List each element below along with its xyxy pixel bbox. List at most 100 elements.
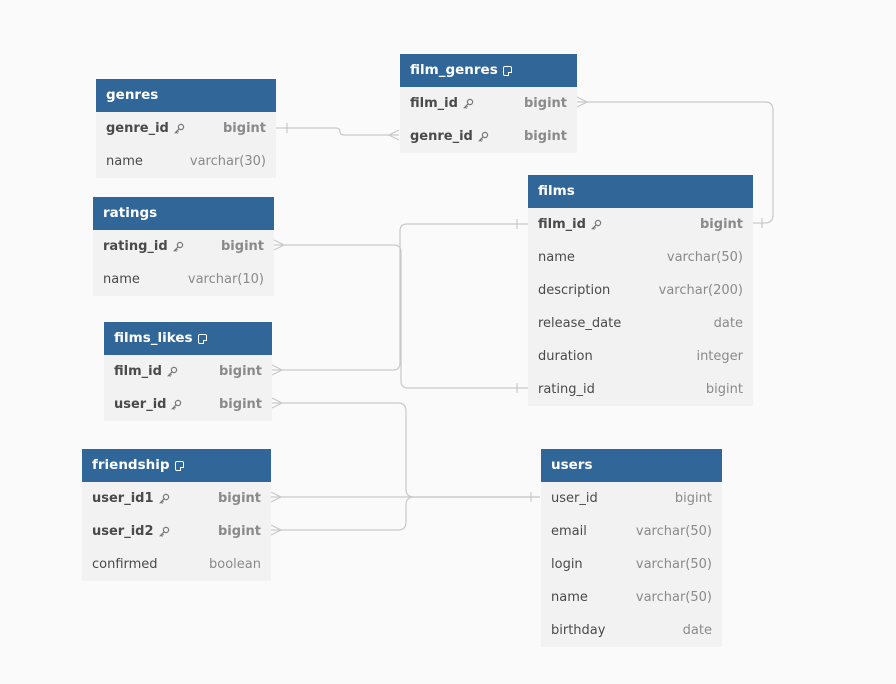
table-header[interactable]: films_likes [104,322,272,355]
field-type: bigint [674,491,712,506]
field-row[interactable]: film_id bigint [104,355,272,388]
key-icon [166,366,178,378]
field-name: user_id [551,491,598,506]
field-name: email [551,524,587,539]
field-name: name [103,272,140,287]
field-name-text: rating_id [538,382,595,397]
field-name: user_id1 [92,491,170,506]
relation-genre [276,127,399,136]
table-header[interactable]: films [528,175,753,208]
field-type: bigint [218,491,261,506]
key-icon [173,123,185,135]
field-row[interactable]: user_id2 bigint [82,515,271,548]
relation-film-genre [577,101,774,224]
field-type: bigint [221,239,264,254]
field-row[interactable]: name varchar(30) [96,145,276,178]
key-icon [172,241,184,253]
table-title: friendship [92,457,170,473]
field-type: bigint [218,524,261,539]
field-name-text: release_date [538,316,622,331]
field-row[interactable]: duration integer [528,340,753,373]
note-icon[interactable] [197,333,207,344]
field-name-text: birthday [551,623,606,638]
relation-likes-film-many-mark [271,364,284,376]
table-header[interactable]: users [541,449,722,482]
table-title: ratings [103,205,158,221]
field-name: description [538,283,610,298]
field-type: bigint [223,121,266,136]
field-name: duration [538,349,593,364]
relation-friend2-many-mark [270,524,283,536]
field-name-text: description [538,283,611,298]
field-type: integer [696,349,743,364]
field-name: film_id [538,217,602,232]
field-name: film_id [410,96,474,111]
key-icon [462,98,474,110]
field-name-text: name [551,590,588,605]
field-name-text: user_id1 [92,491,154,506]
field-type: boolean [209,557,261,572]
field-name-text: email [551,524,587,539]
field-name: rating_id [538,382,595,397]
field-name-text: rating_id [103,239,168,254]
field-row[interactable]: description varchar(200) [528,274,753,307]
relation-likes-film [272,223,528,371]
field-name-text: film_id [114,364,162,379]
field-name-text: film_id [410,96,458,111]
table-title: film_genres [410,62,498,78]
note-icon[interactable] [174,460,184,471]
field-name-text: user_id2 [92,524,154,539]
field-name-text: name [106,154,143,169]
field-row[interactable]: user_id1 bigint [82,482,271,515]
table-header[interactable]: film_genres [400,54,577,87]
field-name: confirmed [92,557,158,572]
field-type: bigint [219,397,262,412]
field-row[interactable]: name varchar(50) [541,581,722,614]
field-name: name [538,250,575,265]
key-icon [170,399,182,411]
table-header[interactable]: ratings [93,197,274,230]
note-icon[interactable] [502,65,512,76]
field-row[interactable]: user_id bigint [541,482,722,515]
table-header[interactable]: friendship [82,449,271,482]
field-type: varchar(30) [189,154,266,169]
relation-likes-user [272,402,540,498]
table-header[interactable]: genres [96,79,276,112]
field-type: varchar(50) [635,590,712,605]
field-name-text: duration [538,349,593,364]
field-row[interactable]: rating_id bigint [93,230,274,263]
field-type: varchar(200) [658,283,743,298]
field-type: bigint [219,364,262,379]
key-icon [590,219,602,231]
field-name: name [106,154,143,169]
field-type: bigint [700,217,743,232]
field-type: date [713,316,743,331]
relation-genre-many-mark [387,129,400,141]
relation-rating [274,244,528,389]
field-row[interactable]: confirmed boolean [82,548,271,581]
field-name-text: confirmed [92,557,158,572]
field-name: rating_id [103,239,184,254]
field-row[interactable]: release_date date [528,307,753,340]
field-name: release_date [538,316,621,331]
field-row[interactable]: film_id bigint [528,208,753,241]
field-name-text: film_id [538,217,586,232]
